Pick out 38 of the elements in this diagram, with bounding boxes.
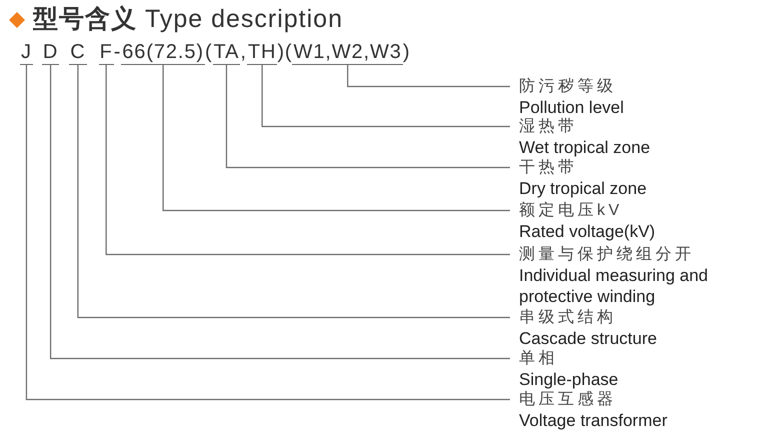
- leader-line: [106, 65, 510, 256]
- chinese-description: 测量与保护绕组分开: [519, 244, 696, 265]
- model-code-part: C: [69, 40, 87, 65]
- leader-line: [26, 65, 510, 400]
- leader-line: [226, 65, 510, 168]
- code-punctuation: ): [402, 40, 410, 65]
- title-text: 型号含义 Type description: [33, 4, 343, 34]
- english-description: Individual measuring and protective winding: [519, 265, 710, 307]
- code-punctuation: )(: [277, 40, 292, 65]
- model-code-part: W1,W2,W3: [292, 40, 403, 65]
- model-code-part: TA: [212, 40, 240, 65]
- leader-line: [347, 65, 510, 88]
- model-code-part: F: [98, 40, 114, 65]
- leader-line: [162, 65, 510, 212]
- chinese-description: 串级式结构: [519, 308, 618, 328]
- english-description: Pollution level: [519, 97, 625, 118]
- english-description: Dry tropical zone: [519, 178, 648, 199]
- english-description: Rated voltage(kV): [519, 221, 656, 242]
- model-code-part: 66(72.5): [121, 40, 205, 65]
- leader-line: [262, 65, 510, 128]
- code-punctuation: (: [204, 40, 213, 65]
- english-description: Single-phase: [519, 369, 620, 390]
- chinese-description: 单相: [519, 348, 559, 369]
- model-code-part: TH: [246, 40, 278, 65]
- code-punctuation: ,: [240, 40, 247, 65]
- chinese-description: 电压互感器: [519, 390, 618, 410]
- chinese-description: 防污秽等级: [519, 76, 618, 97]
- english-description: Cascade structure: [519, 328, 658, 349]
- chinese-description: 干热带: [519, 158, 578, 178]
- chinese-description: 湿热带: [519, 116, 578, 137]
- model-code-part: J: [20, 40, 33, 65]
- model-code-part: D: [42, 40, 60, 65]
- leader-line: [77, 65, 510, 318]
- english-description: Voltage transformer: [519, 410, 668, 431]
- english-description: Wet tropical zone: [519, 137, 652, 158]
- code-punctuation: -: [114, 40, 122, 65]
- leader-line: [50, 65, 510, 360]
- chinese-description: 额定电压kV: [519, 200, 624, 221]
